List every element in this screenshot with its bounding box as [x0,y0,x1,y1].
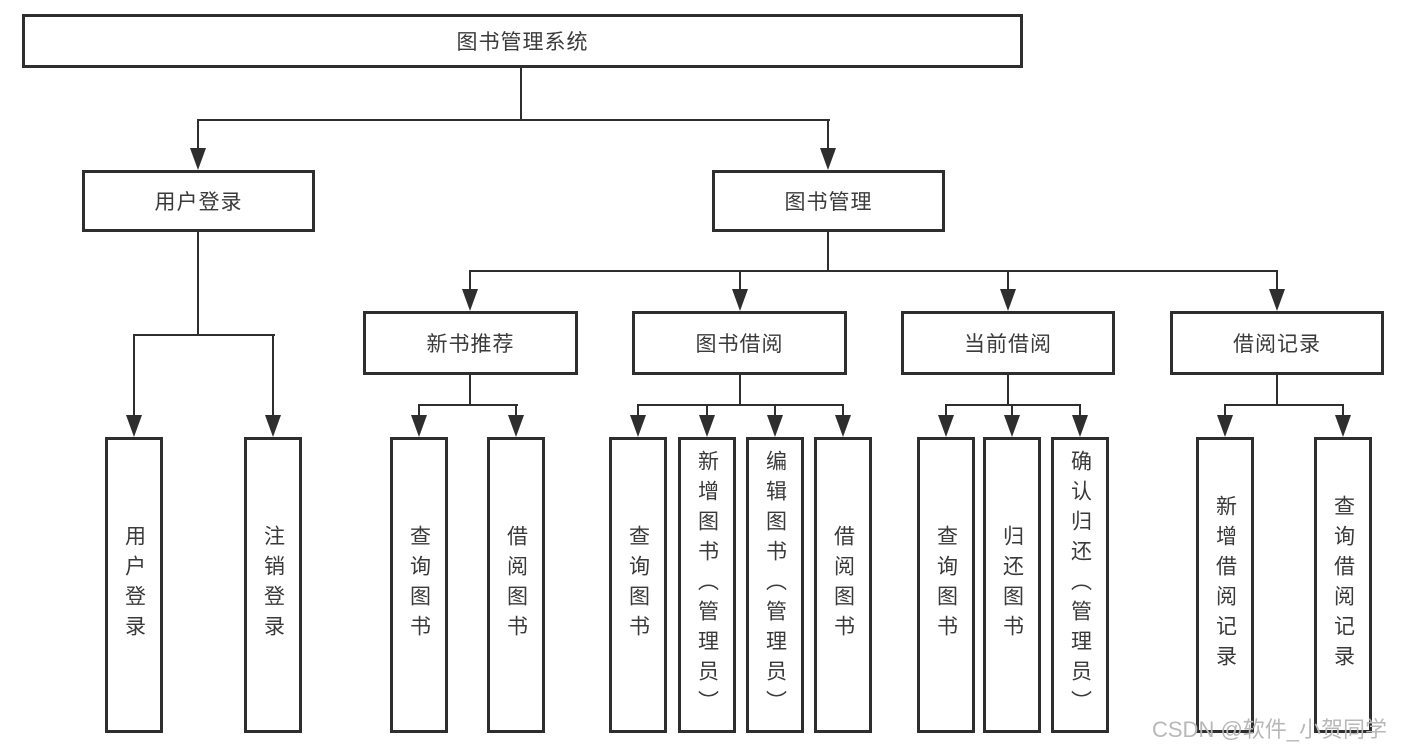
connector-line [739,375,741,406]
connector-line [469,270,1278,272]
connector-line [945,404,1081,406]
leaf-logout-label: 注销登录 [261,525,285,645]
leaf-query-books-borrowing-label: 查询图书 [626,525,650,645]
connector-line [469,375,471,406]
connector-line [1342,406,1344,417]
leaf-query-borrow-record-label: 查询借阅记录 [1331,495,1355,675]
connector-line [197,121,199,150]
arrow-down-icon [1269,289,1285,311]
node-user-login-label: 用户登录 [154,191,243,214]
arrow-down-icon [265,415,281,437]
connector-line [1224,404,1344,406]
leaf-logout: 注销登录 [244,437,302,733]
connector-line [469,272,471,291]
connector-line [637,406,639,417]
connector-line [1007,375,1009,406]
node-book-management: 图书管理 [712,170,945,232]
arrow-down-icon [767,415,783,437]
connector-line [133,334,275,336]
arrow-down-icon [411,415,427,437]
node-book-borrowing-label: 图书借阅 [695,333,784,356]
leaf-query-books-recommend-label: 查询图书 [407,525,431,645]
arrow-down-icon [1335,415,1351,437]
arrow-down-icon [732,289,748,311]
node-new-book-recommendation-label: 新书推荐 [426,333,515,356]
leaf-return-books-label: 归还图书 [1000,525,1024,645]
leaf-add-borrow-record-label: 新增借阅记录 [1213,495,1237,675]
connector-line [1276,375,1278,406]
connector-line [1224,406,1226,417]
leaf-query-books-recommend: 查询图书 [390,437,448,733]
arrow-down-icon [508,415,524,437]
arrow-down-icon [1217,415,1233,437]
connector-line [1011,406,1013,417]
node-book-borrowing: 图书借阅 [632,311,847,375]
node-library-system: 图书管理系统 [22,14,1023,68]
csdn-watermark: CSDN @软件_小贺同学 [1152,717,1388,742]
arrow-down-icon [126,415,142,437]
connector-line [739,272,741,291]
connector-line [945,406,947,417]
node-borrowing-records: 借阅记录 [1170,311,1384,375]
connector-line [418,404,518,406]
connector-line [1276,272,1278,291]
arrow-down-icon [820,148,836,170]
arrow-down-icon [1072,415,1088,437]
leaf-query-books-borrowing: 查询图书 [609,437,667,733]
connector-line [637,404,844,406]
leaf-query-books-current: 查询图书 [917,437,975,733]
arrow-down-icon [1000,289,1016,311]
node-new-book-recommendation: 新书推荐 [363,311,578,375]
arrow-down-icon [630,415,646,437]
connector-line [272,336,274,417]
node-user-login: 用户登录 [82,170,315,232]
connector-line [827,232,829,272]
connector-line [774,406,776,417]
node-current-borrowing-label: 当前借阅 [964,333,1052,356]
leaf-confirm-return-admin: 确认归还（管理员） [1051,437,1109,733]
node-current-borrowing: 当前借阅 [901,311,1115,375]
leaf-borrow-books-label: 借阅图书 [831,525,855,645]
connector-line [197,119,830,121]
connector-line [1007,272,1009,291]
leaf-user-login-label: 用户登录 [122,525,146,645]
arrow-down-icon [462,289,478,311]
leaf-query-borrow-record: 查询借阅记录 [1314,437,1372,733]
connector-line [197,232,199,336]
leaf-add-borrow-record: 新增借阅记录 [1196,437,1254,733]
node-library-system-label: 图书管理系统 [456,31,589,54]
leaf-edit-book-admin-label: 编辑图书（管理员） [763,450,787,720]
arrow-down-icon [835,415,851,437]
arrow-down-icon [190,148,206,170]
leaf-add-book-admin-label: 新增图书（管理员） [695,450,719,720]
leaf-user-login: 用户登录 [105,437,163,733]
connector-line [515,406,517,417]
leaf-borrow-books-recommend: 借阅图书 [487,437,545,733]
leaf-return-books: 归还图书 [983,437,1041,733]
leaf-edit-book-admin: 编辑图书（管理员） [746,437,804,733]
node-borrowing-records-label: 借阅记录 [1233,333,1321,356]
leaf-query-books-current-label: 查询图书 [934,525,958,645]
connector-line [827,121,829,150]
connector-line [418,406,420,417]
connector-line [1079,406,1081,417]
leaf-confirm-return-admin-label: 确认归还（管理员） [1068,450,1092,720]
leaf-borrow-books: 借阅图书 [814,437,872,733]
arrow-down-icon [699,415,715,437]
connector-line [133,336,135,417]
arrow-down-icon [1004,415,1020,437]
leaf-add-book-admin: 新增图书（管理员） [678,437,736,733]
connector-line [520,68,522,121]
connector-line [842,406,844,417]
node-book-management-label: 图书管理 [784,191,873,214]
leaf-borrow-books-recommend-label: 借阅图书 [504,525,528,645]
connector-line [706,406,708,417]
arrow-down-icon [938,415,954,437]
